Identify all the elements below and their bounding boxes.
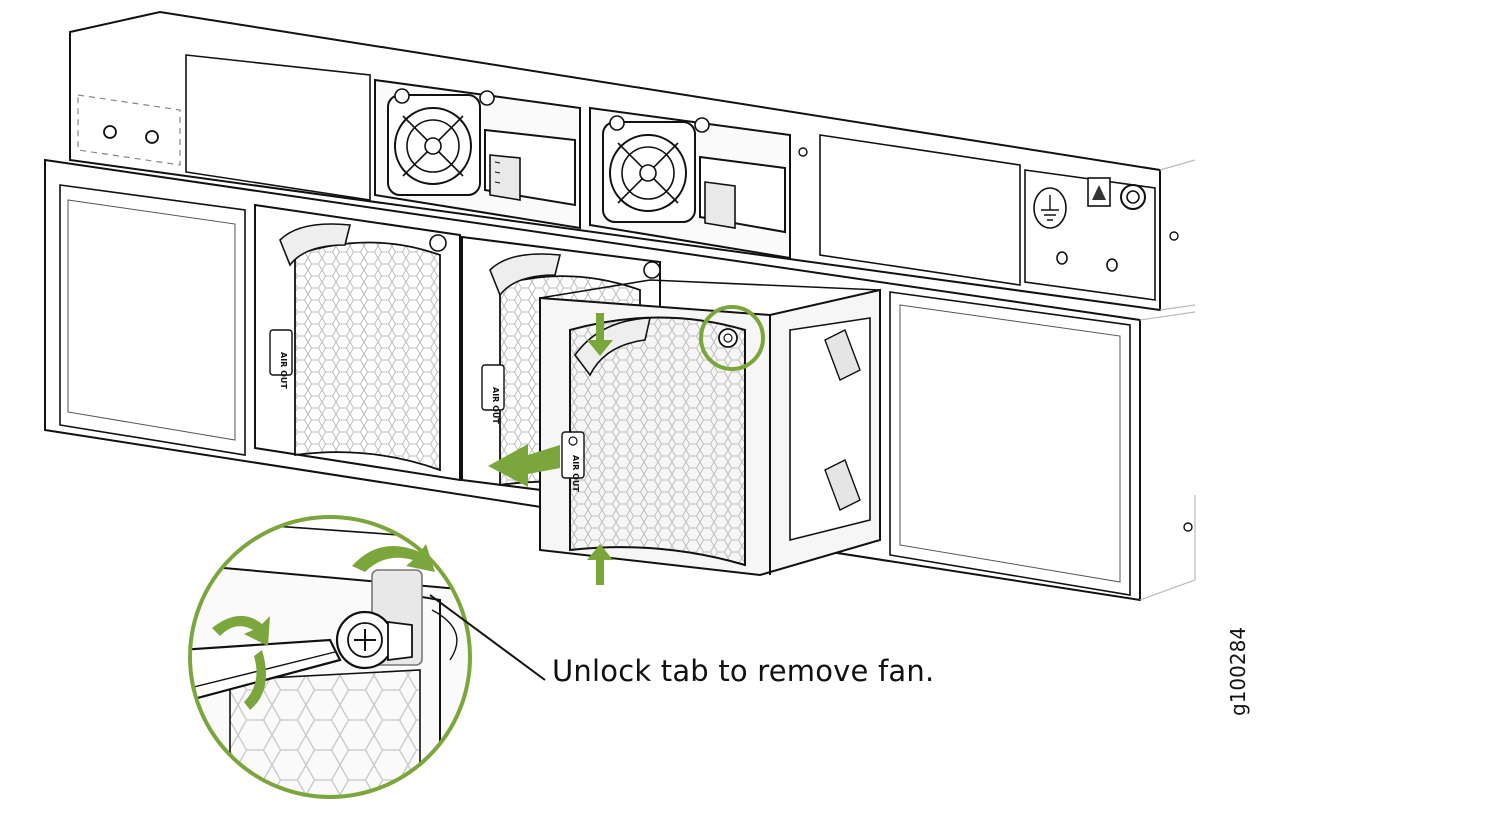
figure-id: g100284 — [1226, 626, 1250, 716]
air-out-label-2: AIR OUT — [491, 387, 500, 424]
push-arrows — [488, 313, 613, 585]
esd-warning-icon — [1087, 177, 1111, 207]
fan-airflow-icon — [568, 436, 578, 446]
callout-leader-line — [429, 594, 546, 681]
rotate-arrow-icon — [212, 544, 435, 710]
callout-label: Unlock tab to remove fan. — [552, 654, 935, 688]
power-supply-2 — [589, 106, 791, 260]
power-supply-1 — [374, 78, 581, 230]
air-out-label-3: AIR OUT — [571, 455, 580, 492]
fan-module-3-removing — [539, 279, 881, 577]
zoom-detail — [188, 515, 472, 799]
ground-symbol-icon — [1033, 187, 1067, 229]
air-out-label-1: AIR OUT — [279, 352, 288, 389]
captive-screw-highlight — [699, 305, 765, 371]
fan-module-1 — [254, 203, 461, 482]
chassis-right-panel — [798, 134, 1179, 301]
